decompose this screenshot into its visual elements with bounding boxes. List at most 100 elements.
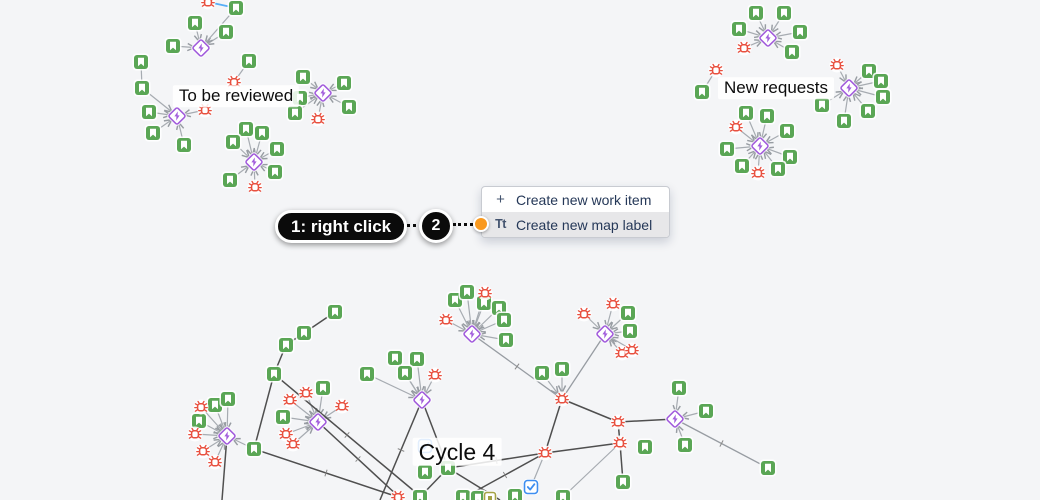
hub-node[interactable] [757, 27, 779, 49]
olive-node[interactable] [483, 491, 497, 500]
story-node[interactable] [759, 459, 777, 477]
bug-node[interactable] [193, 399, 209, 415]
bug-node[interactable] [624, 342, 640, 358]
story-node[interactable] [294, 68, 312, 86]
story-node[interactable] [190, 412, 208, 430]
bug-node[interactable] [207, 454, 223, 470]
story-node[interactable] [778, 122, 796, 140]
hub-node[interactable] [216, 425, 238, 447]
bug-node[interactable] [427, 367, 443, 383]
bug-node[interactable] [829, 57, 845, 73]
story-node[interactable] [224, 133, 242, 151]
bug-node[interactable] [187, 426, 203, 442]
story-node[interactable] [326, 303, 344, 321]
task-node[interactable] [523, 479, 539, 495]
bug-node[interactable] [285, 436, 301, 452]
story-node[interactable] [454, 488, 472, 500]
story-node[interactable] [859, 102, 877, 120]
story-node[interactable] [386, 349, 404, 367]
bug-node[interactable] [390, 489, 406, 500]
story-node[interactable] [144, 124, 162, 142]
story-node[interactable] [164, 37, 182, 55]
map-label-cycle-4[interactable]: Cycle 4 [412, 437, 502, 467]
story-node[interactable] [314, 379, 332, 397]
bug-node[interactable] [576, 306, 592, 322]
story-node[interactable] [697, 402, 715, 420]
story-node[interactable] [621, 322, 639, 340]
story-node[interactable] [266, 163, 284, 181]
story-node[interactable] [469, 489, 487, 500]
story-node[interactable] [140, 103, 158, 121]
story-node[interactable] [335, 74, 353, 92]
bug-node[interactable] [334, 398, 350, 414]
story-node[interactable] [874, 88, 892, 106]
hub-node[interactable] [312, 82, 334, 104]
bug-node[interactable] [438, 312, 454, 328]
story-node[interactable] [186, 14, 204, 32]
story-node[interactable] [554, 488, 572, 500]
bug-node[interactable] [708, 62, 724, 78]
story-node[interactable] [872, 72, 890, 90]
map-label-new-requests[interactable]: New requests [718, 77, 834, 99]
story-node[interactable] [791, 23, 809, 41]
story-node[interactable] [758, 107, 776, 125]
story-node[interactable] [835, 112, 853, 130]
hub-node[interactable] [664, 408, 686, 430]
story-node[interactable] [133, 79, 151, 97]
story-node[interactable] [730, 20, 748, 38]
hub-node[interactable] [190, 37, 212, 59]
story-node[interactable] [769, 160, 787, 178]
hub-node[interactable] [307, 411, 329, 433]
hub-node[interactable] [749, 135, 771, 157]
bug-node[interactable] [610, 414, 626, 430]
hub-node[interactable] [461, 323, 483, 345]
story-node[interactable] [340, 98, 358, 116]
story-node[interactable] [781, 148, 799, 166]
story-node[interactable] [175, 136, 193, 154]
story-node[interactable] [221, 171, 239, 189]
hub-node[interactable] [166, 105, 188, 127]
story-node[interactable] [636, 438, 654, 456]
story-node[interactable] [670, 379, 688, 397]
story-node[interactable] [286, 104, 304, 122]
story-node[interactable] [747, 4, 765, 22]
story-node[interactable] [813, 96, 831, 114]
bug-node[interactable] [195, 443, 211, 459]
menu-item-create-map-label[interactable]: Tt Create new map label [482, 212, 669, 237]
story-node[interactable] [268, 140, 286, 158]
story-node[interactable] [132, 53, 150, 71]
bug-node[interactable] [736, 40, 752, 56]
story-node[interactable] [619, 304, 637, 322]
menu-item-create-work-item[interactable]: + Create new work item [482, 187, 669, 212]
story-node[interactable] [497, 331, 515, 349]
hub-node[interactable] [411, 389, 433, 411]
story-node[interactable] [219, 390, 237, 408]
story-node[interactable] [506, 487, 524, 500]
bug-node[interactable] [282, 392, 298, 408]
story-node[interactable] [358, 365, 376, 383]
story-node[interactable] [277, 336, 295, 354]
bug-node[interactable] [247, 179, 263, 195]
story-node[interactable] [733, 157, 751, 175]
story-node[interactable] [495, 311, 513, 329]
bug-node[interactable] [477, 285, 493, 301]
story-node[interactable] [237, 120, 255, 138]
story-node[interactable] [416, 463, 434, 481]
story-node[interactable] [553, 360, 571, 378]
story-node[interactable] [396, 364, 414, 382]
story-node[interactable] [408, 350, 426, 368]
story-node[interactable] [458, 283, 476, 301]
story-node[interactable] [265, 365, 283, 383]
story-node[interactable] [295, 324, 313, 342]
bug-node[interactable] [537, 445, 553, 461]
story-node[interactable] [693, 83, 711, 101]
hub-node[interactable] [838, 77, 860, 99]
story-node[interactable] [274, 408, 292, 426]
bug-node[interactable] [298, 385, 314, 401]
story-node[interactable] [614, 473, 632, 491]
map-label-to-be-reviewed[interactable]: To be reviewed [172, 85, 300, 107]
bug-node[interactable] [200, 0, 216, 10]
story-node[interactable] [737, 104, 755, 122]
bug-node[interactable] [310, 111, 326, 127]
